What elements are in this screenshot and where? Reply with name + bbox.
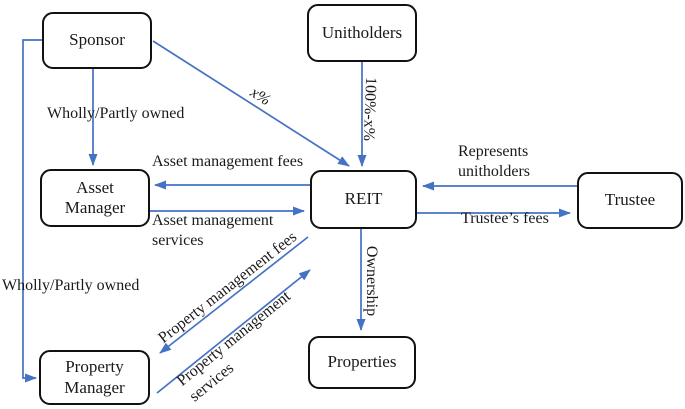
node-properties: Properties bbox=[308, 336, 416, 389]
arrow-reit-to-property-manager bbox=[159, 236, 309, 354]
node-properties-label: Properties bbox=[327, 352, 397, 372]
node-property-manager: Property Manager bbox=[39, 350, 150, 405]
node-trustee: Trustee bbox=[577, 172, 683, 229]
edge-label-wholly-partly-owned-top: Wholly/Partly owned bbox=[47, 105, 185, 122]
edge-label-ownership: Ownership bbox=[363, 245, 380, 317]
node-trustee-label: Trustee bbox=[604, 190, 656, 210]
node-asset-manager-label: Asset Manager bbox=[64, 177, 126, 217]
node-sponsor: Sponsor bbox=[42, 12, 152, 69]
node-property-manager-label: Property Manager bbox=[64, 357, 125, 397]
arrow-sponsor-to-reit bbox=[152, 40, 350, 167]
edge-label-asset-management-services: Asset management services bbox=[152, 212, 274, 249]
node-unitholders-label: Unitholders bbox=[321, 22, 403, 42]
edge-label-trustees-fees: Trustee’s fees bbox=[461, 210, 549, 227]
arrow-property-manager-to-reit bbox=[156, 269, 311, 394]
edge-label-100-minus-x-percent: 100%-x% bbox=[359, 76, 380, 142]
arrow-sponsor-to-property-manager bbox=[22, 39, 42, 383]
node-asset-manager: Asset Manager bbox=[40, 169, 150, 227]
edge-label-asset-management-fees: Asset management fees bbox=[152, 153, 304, 170]
node-reit: REIT bbox=[310, 170, 417, 229]
edge-label-represents-unitholders: Represents unitholders bbox=[458, 143, 530, 180]
node-sponsor-label: Sponsor bbox=[69, 30, 125, 50]
edge-label-wholly-partly-owned-bottom: Wholly/Partly owned bbox=[2, 277, 140, 294]
node-unitholders: Unitholders bbox=[307, 4, 417, 62]
node-reit-label: REIT bbox=[344, 189, 383, 209]
